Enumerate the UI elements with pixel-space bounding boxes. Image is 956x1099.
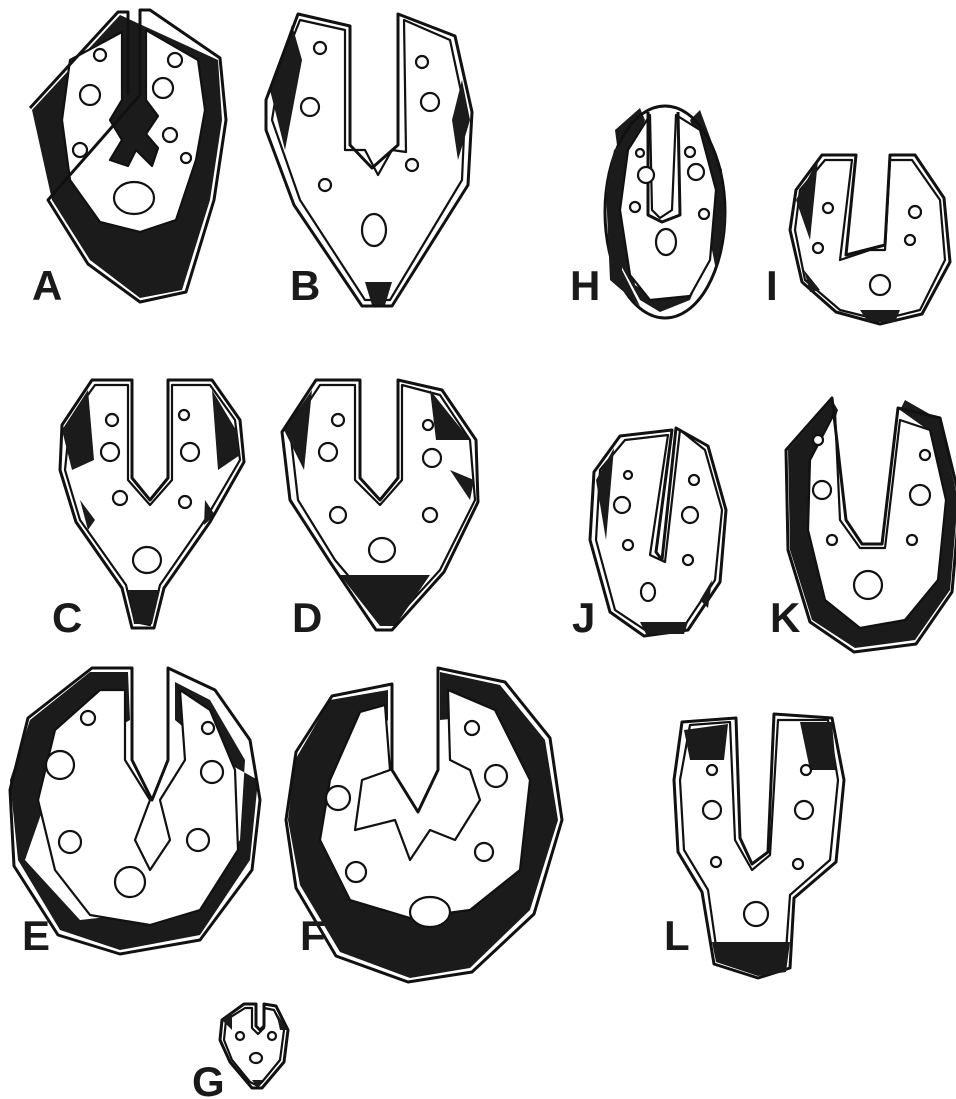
section-e: E (10, 668, 260, 959)
label-g: G (192, 1058, 225, 1099)
label-a: A (32, 262, 62, 309)
section-g: G (192, 1004, 288, 1099)
section-c: C (52, 380, 244, 641)
section-b: B (266, 14, 472, 309)
label-f: F (300, 912, 326, 959)
label-j: J (572, 594, 595, 641)
section-l: L (664, 714, 844, 978)
label-c: C (52, 594, 82, 641)
label-i: I (766, 262, 778, 309)
label-d: D (292, 594, 322, 641)
section-h: H (570, 106, 726, 318)
section-i: I (766, 155, 950, 324)
section-a: A (30, 10, 226, 309)
section-k: K (770, 398, 956, 652)
section-f: F (286, 668, 562, 982)
label-h: H (570, 262, 600, 309)
label-b: B (290, 262, 320, 309)
label-k: K (770, 594, 800, 641)
section-d: D (282, 380, 478, 641)
label-l: L (664, 912, 690, 959)
label-e: E (22, 912, 50, 959)
section-j: J (572, 428, 726, 641)
